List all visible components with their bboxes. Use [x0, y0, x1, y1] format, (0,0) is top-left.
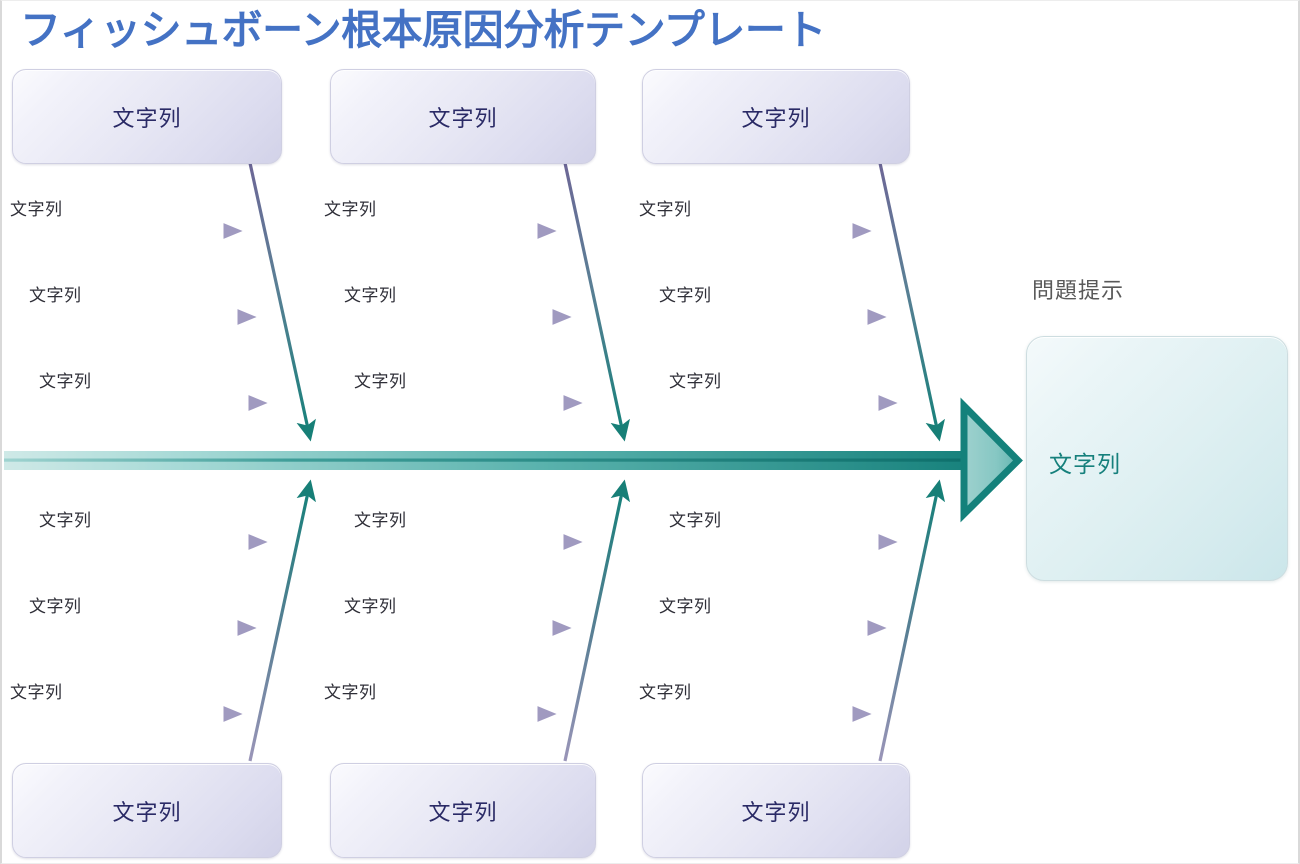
top-category-box-2[interactable]: 文字列: [330, 69, 596, 164]
sub-cause-label-bottom-3-3[interactable]: 文字列: [639, 683, 692, 702]
problem-statement-box[interactable]: 文字列: [1026, 336, 1288, 581]
sub-cause-label-bottom-3-1[interactable]: 文字列: [669, 511, 722, 530]
bone-bottom-2: [563, 479, 631, 762]
top-category-box-3[interactable]: 文字列: [642, 69, 910, 164]
top-category-label-1: 文字列: [112, 105, 182, 131]
sub-cause-label-top-1-1[interactable]: 文字列: [10, 200, 63, 219]
bottom-category-box-3[interactable]: 文字列: [642, 763, 910, 858]
top-category-label-2: 文字列: [428, 105, 498, 131]
sub-cause-label-bottom-1-1[interactable]: 文字列: [39, 511, 92, 530]
bottom-category-box-2[interactable]: 文字列: [330, 763, 596, 858]
bottom-category-label-1: 文字列: [112, 799, 182, 825]
sub-cause-label-bottom-2-2[interactable]: 文字列: [344, 597, 397, 616]
bone-top-1: [248, 162, 316, 442]
sub-cause-label-bottom-3-2[interactable]: 文字列: [659, 597, 712, 616]
sub-cause-label-top-1-2[interactable]: 文字列: [29, 286, 82, 305]
sub-cause-label-top-2-2[interactable]: 文字列: [344, 286, 397, 305]
main-spine-arrow: [4, 397, 1023, 523]
problem-statement-label: 問題提示: [1032, 278, 1125, 303]
sub-cause-label-bottom-2-3[interactable]: 文字列: [324, 683, 377, 702]
bottom-category-label-2: 文字列: [428, 799, 498, 825]
sub-cause-label-top-2-3[interactable]: 文字列: [354, 372, 407, 391]
sub-cause-label-bottom-1-3[interactable]: 文字列: [10, 683, 63, 702]
top-category-box-1[interactable]: 文字列: [12, 69, 282, 164]
sub-cause-label-top-3-3[interactable]: 文字列: [669, 372, 722, 391]
bone-bottom-1: [248, 479, 316, 762]
sub-cause-label-top-1-3[interactable]: 文字列: [39, 372, 92, 391]
bone-top-2: [563, 162, 631, 442]
bone-bottom-3: [878, 479, 946, 762]
bottom-category-label-3: 文字列: [741, 799, 811, 825]
sub-cause-label-top-3-2[interactable]: 文字列: [659, 286, 712, 305]
sub-cause-label-top-3-1[interactable]: 文字列: [639, 200, 692, 219]
problem-statement-text: 文字列: [1049, 451, 1121, 477]
bottom-category-box-1[interactable]: 文字列: [12, 763, 282, 858]
bone-top-3: [878, 162, 946, 442]
sub-cause-label-bottom-2-1[interactable]: 文字列: [354, 511, 407, 530]
sub-cause-label-top-2-1[interactable]: 文字列: [324, 200, 377, 219]
page-title: フィッシュボーン根本原因分析テンプレート: [20, 7, 826, 53]
sub-cause-label-bottom-1-2[interactable]: 文字列: [29, 597, 82, 616]
top-category-label-3: 文字列: [741, 105, 811, 131]
